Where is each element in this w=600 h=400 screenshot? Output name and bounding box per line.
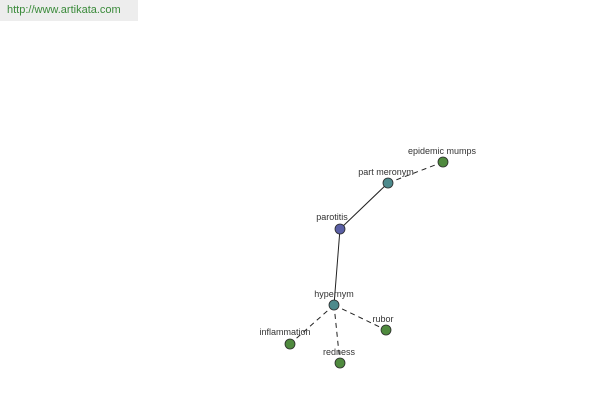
edge-parotitis-to-hypernym — [333, 228, 341, 306]
node-redness[interactable]: redness — [323, 347, 356, 369]
node-circle-parotitis[interactable] — [334, 223, 346, 235]
node-label-redness: redness — [323, 347, 356, 357]
node-part-meronym[interactable]: part meronym — [358, 167, 414, 189]
node-circle-hypernym[interactable] — [328, 299, 340, 311]
edge-parotitis-to-part-meronym — [339, 182, 389, 230]
node-parotitis[interactable]: parotitis — [316, 212, 348, 235]
edge-hypernym-to-inflammation — [289, 304, 335, 345]
source-url-link[interactable]: http://www.artikata.com — [0, 0, 138, 21]
node-label-part-meronym: part meronym — [358, 167, 414, 177]
node-circle-inflammation[interactable] — [284, 338, 296, 350]
node-epidemic-mumps[interactable]: epidemic mumps — [408, 146, 477, 168]
edge-hypernym-to-redness — [333, 304, 341, 364]
node-circle-epidemic-mumps[interactable] — [437, 156, 449, 168]
node-rubor[interactable]: rubor — [372, 314, 394, 336]
node-hypernym[interactable]: hypernym — [314, 289, 354, 311]
edges-layer — [289, 161, 444, 364]
edge-part-meronym-to-epidemic-mumps — [387, 161, 444, 184]
node-inflammation[interactable]: inflammation — [259, 327, 311, 350]
nodes-layer: parotitis part meronym epidemic mumps hyper… — [259, 146, 477, 369]
edge-hypernym-to-rubor — [333, 304, 387, 331]
node-circle-rubor[interactable] — [380, 324, 392, 336]
node-label-epidemic-mumps: epidemic mumps — [408, 146, 477, 156]
node-circle-part-meronym[interactable] — [382, 177, 394, 189]
node-label-parotitis: parotitis — [316, 212, 348, 222]
node-circle-redness[interactable] — [334, 357, 346, 369]
node-label-rubor: rubor — [372, 314, 393, 324]
node-label-inflammation: inflammation — [259, 327, 310, 337]
node-label-hypernym: hypernym — [314, 289, 354, 299]
